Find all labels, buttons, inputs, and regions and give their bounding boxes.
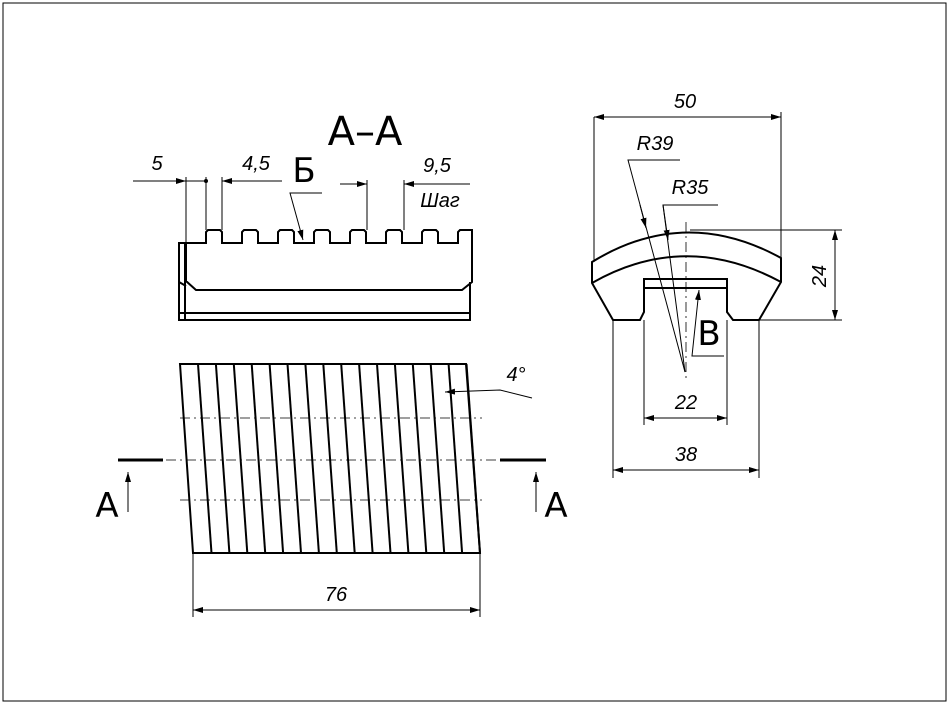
dim-76-extensions	[192, 553, 481, 617]
tooth-line	[304, 363, 320, 554]
section-letter-left: А	[95, 486, 118, 526]
tooth-line	[340, 363, 356, 554]
tooth-line	[447, 363, 464, 554]
view-v-leader	[691, 289, 724, 357]
dim-9-5: 9,5	[423, 155, 452, 177]
side-extension-lines	[593, 112, 842, 478]
dim-angle: 4°	[506, 364, 525, 386]
dim-r39: R39	[637, 133, 674, 155]
tooth-line	[232, 363, 249, 554]
dim-76: 76	[325, 584, 348, 606]
section-a-a: А–А 5 4,5 9,5 Шаг Б	[133, 109, 473, 321]
inner-arc	[591, 255, 782, 289]
view-b-leader	[289, 192, 322, 241]
base-body	[178, 242, 471, 321]
angle-leader	[444, 388, 533, 399]
section-letter-right: А	[544, 486, 567, 526]
dim-24: 24	[809, 265, 831, 288]
extension-lines	[185, 177, 405, 243]
r39-leader	[627, 159, 686, 373]
tooth-line	[376, 363, 392, 554]
dim-50: 50	[674, 91, 696, 113]
pitch-label: Шаг	[420, 190, 460, 212]
section-title: А–А	[328, 109, 403, 155]
plan-view: А А 76 4°	[95, 363, 568, 617]
side-view: 50 24 22 38 R39 R35 В	[591, 91, 842, 478]
tooth-line	[322, 363, 338, 554]
tooth-line	[358, 363, 374, 554]
tooth-lines	[197, 363, 481, 554]
view-b-label: Б	[292, 151, 315, 191]
dim-4-5: 4,5	[242, 153, 271, 175]
profile-outline	[591, 231, 782, 321]
tooth-line	[465, 363, 481, 554]
dim-38: 38	[675, 444, 697, 466]
tooth-line	[411, 363, 428, 554]
tooth-line	[197, 363, 213, 554]
tooth-line	[268, 363, 285, 554]
tooth-line	[214, 363, 231, 554]
tooth-line	[429, 363, 446, 554]
dim-5: 5	[151, 153, 163, 175]
hatched-section	[185, 229, 473, 291]
tooth-line	[250, 363, 267, 554]
dim-22: 22	[674, 392, 697, 414]
view-v-label: В	[697, 314, 720, 354]
tooth-line	[393, 363, 410, 554]
tooth-line	[286, 363, 302, 554]
dim-r35: R35	[672, 177, 710, 199]
